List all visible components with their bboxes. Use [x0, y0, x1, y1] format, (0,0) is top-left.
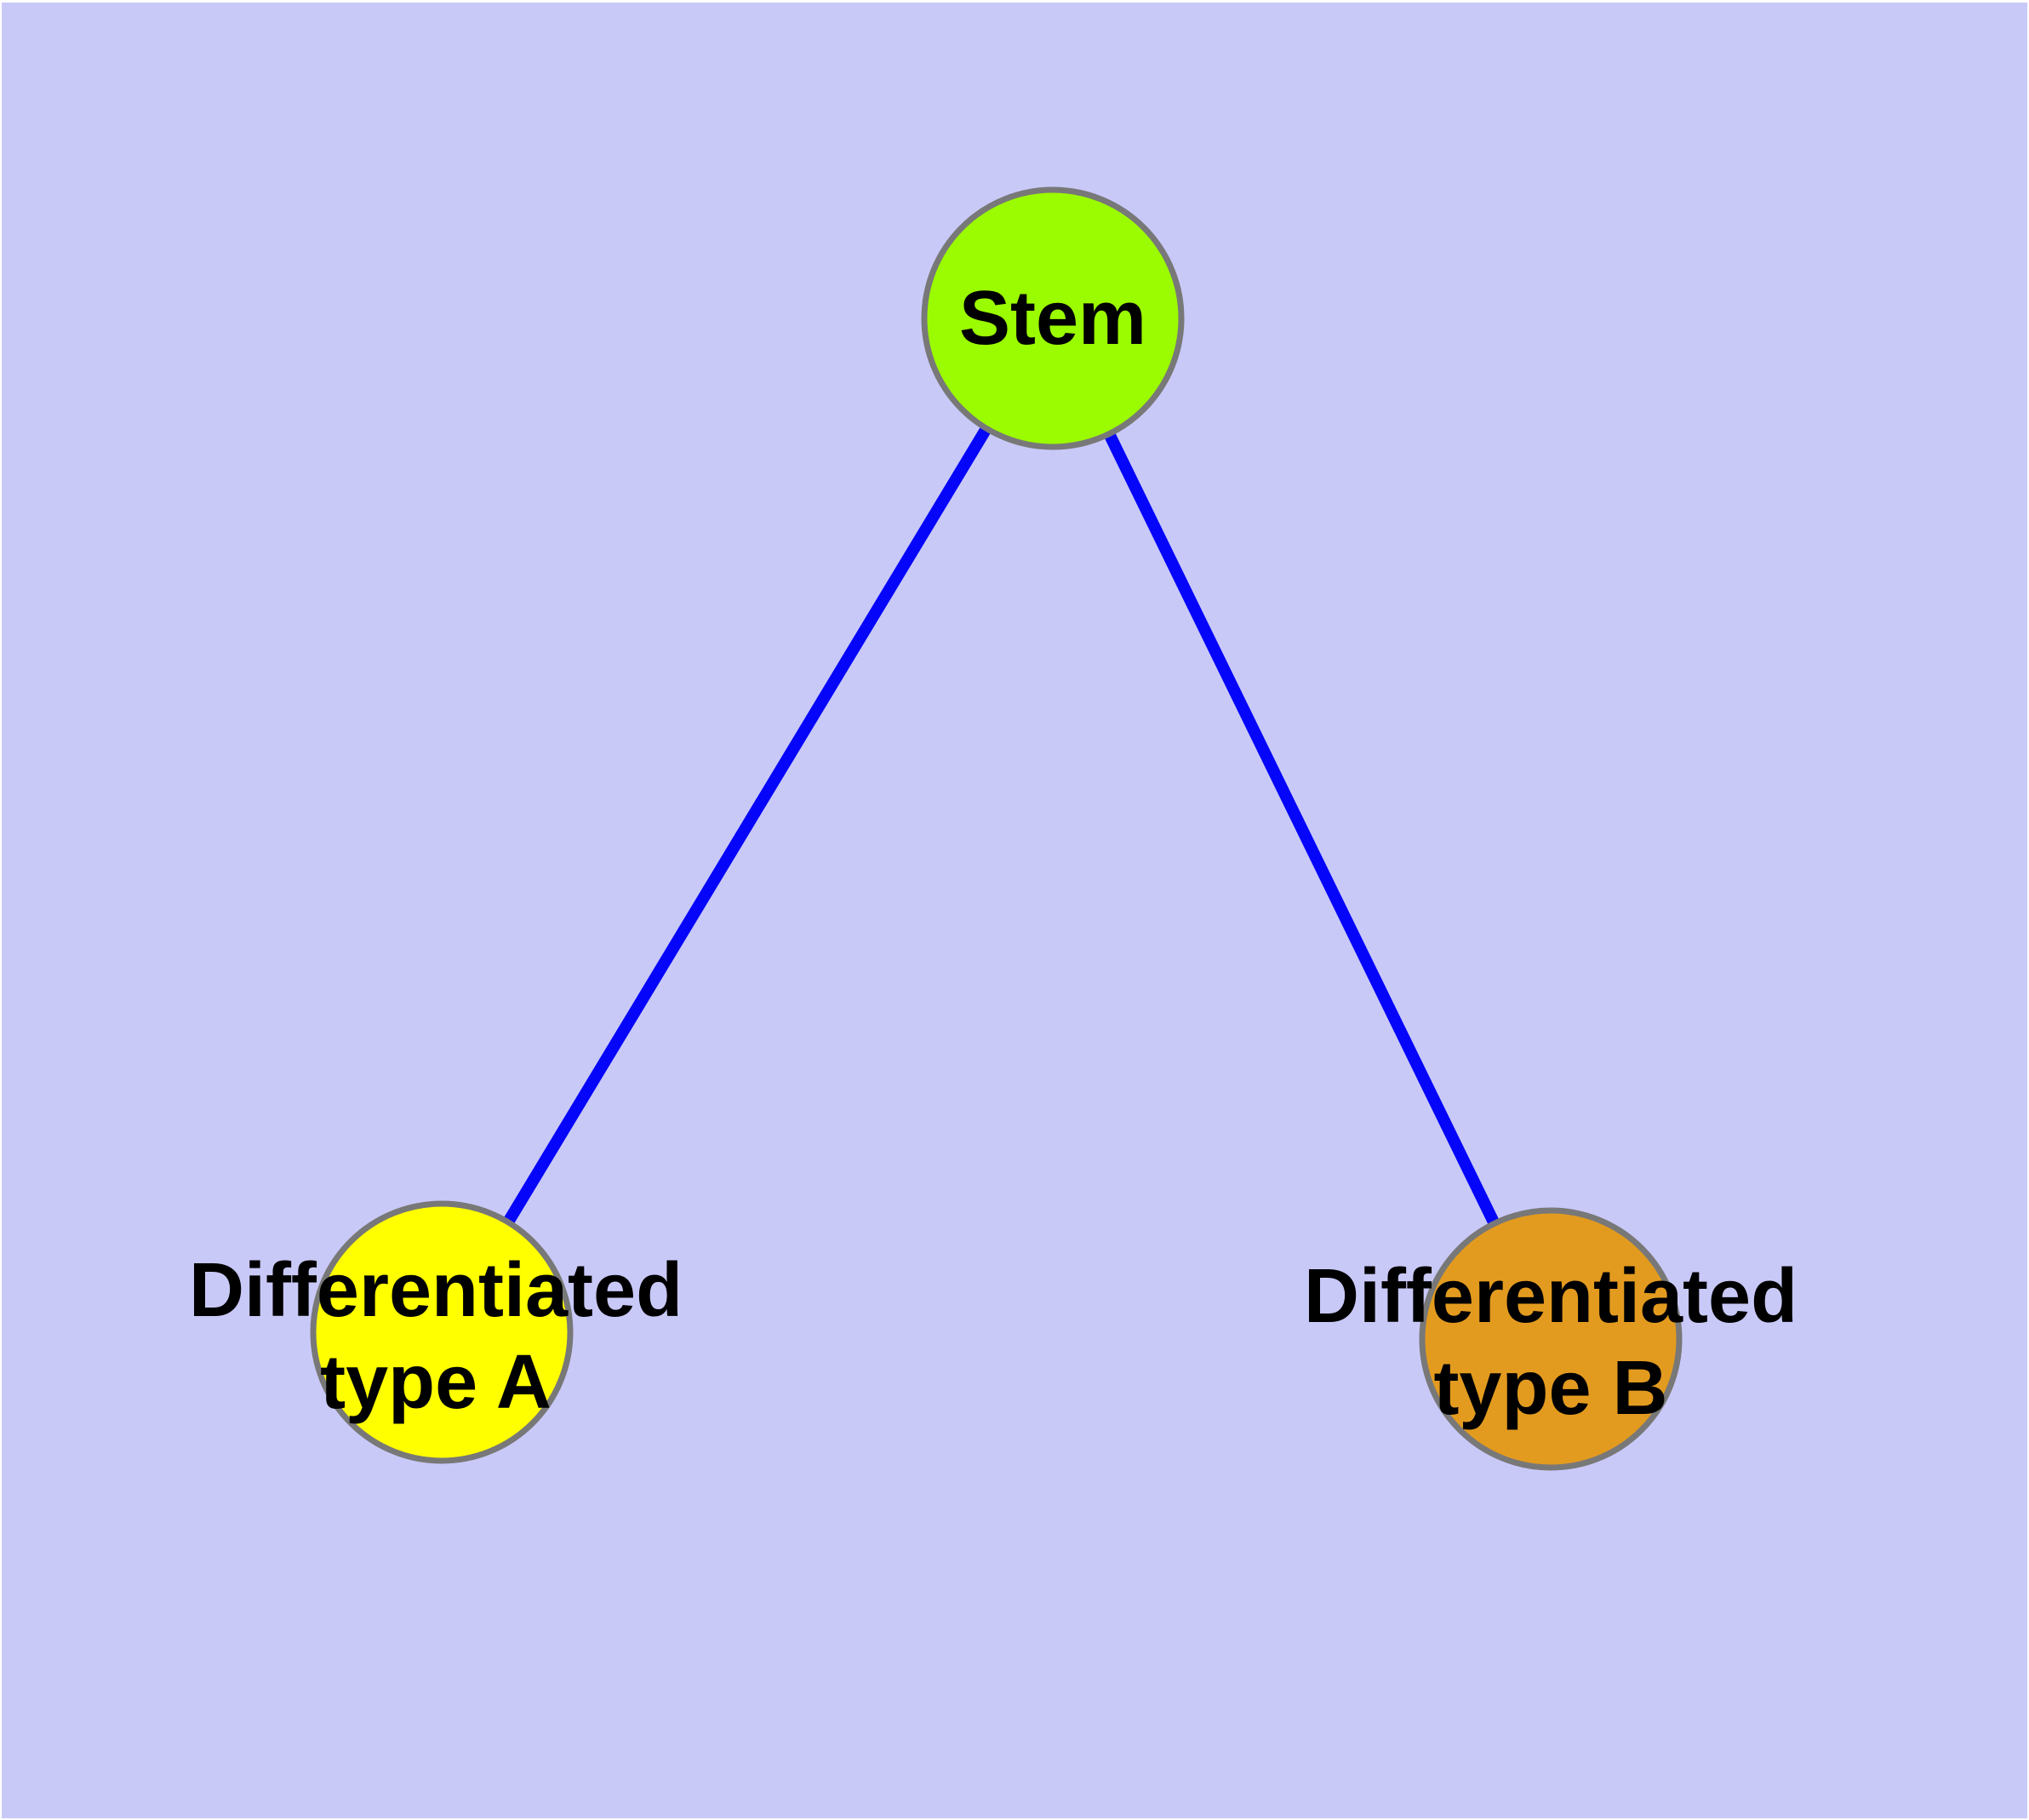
node-differentiated-type-b[interactable] — [1419, 1207, 1683, 1471]
node-stem[interactable] — [921, 186, 1185, 450]
edge-stem-to-type-a[interactable] — [437, 315, 1058, 1336]
edge-stem-to-type-b[interactable] — [1047, 315, 1557, 1342]
node-differentiated-type-a[interactable] — [310, 1200, 574, 1464]
